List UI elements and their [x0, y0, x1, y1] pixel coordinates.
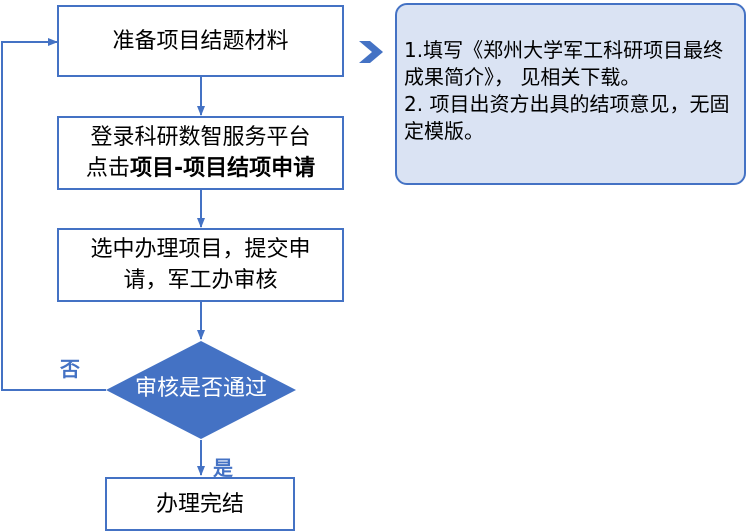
- requirements-note: 1.填写《郑州大学军工科研项目最终成果简介》， 见相关下载。 2. 项目出资方出…: [395, 3, 746, 185]
- step-login-menu-path: 项目-项目结项申请: [129, 156, 316, 181]
- decision-label: 审核是否通过: [134, 376, 267, 401]
- step-login-line2: 点击项目-项目结项申请: [86, 153, 315, 184]
- step-submit-text: 选中办理项目，提交申请，军工办审核: [90, 237, 311, 293]
- step-submit-application: 选中办理项目，提交申请，军工办审核: [57, 228, 344, 302]
- note-item-2: 2. 项目出资方出具的结项意见，无固定模版。: [404, 92, 730, 143]
- step-prepare-text: 准备项目结题材料: [112, 28, 289, 54]
- chevron-right-icon: [359, 41, 383, 63]
- step-done: 办理完结: [105, 477, 295, 531]
- no-branch-loop-arrow: [1, 38, 106, 391]
- no-branch-label: 否: [60, 357, 80, 381]
- note-item-1: 1.填写《郑州大学军工科研项目最终成果简介》， 见相关下载。: [404, 38, 724, 89]
- step-login-line1: 登录科研数智服务平台: [90, 125, 311, 150]
- step-login-platform: 登录科研数智服务平台 点击项目-项目结项申请: [57, 116, 344, 190]
- step-login-prefix: 点击: [85, 156, 130, 181]
- decision-diamond: [106, 341, 296, 439]
- step-done-text: 办理完结: [155, 491, 244, 517]
- step-prepare-materials: 准备项目结题材料: [57, 5, 344, 77]
- yes-branch-label: 是: [213, 456, 233, 480]
